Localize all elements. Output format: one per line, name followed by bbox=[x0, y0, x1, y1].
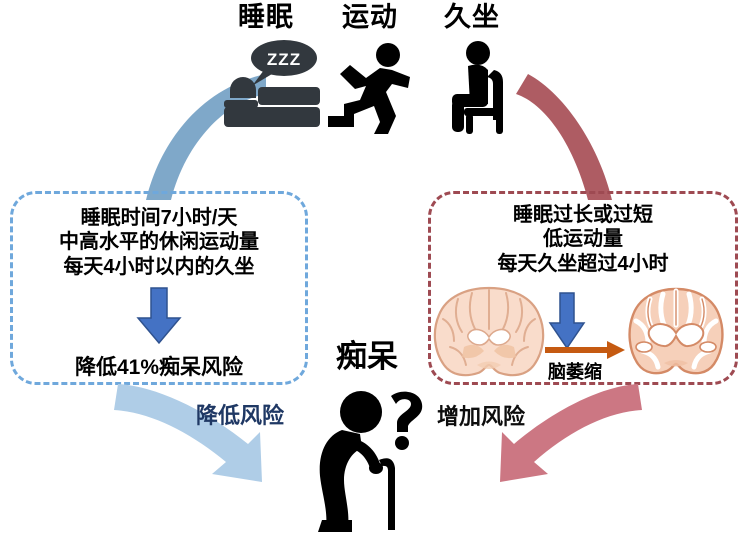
category-label-sleep: 睡眠 bbox=[238, 2, 294, 32]
risk-conditions-text: 睡眠过长或过短 低运动量 每天久坐超过4小时 bbox=[428, 203, 738, 276]
down-arrow-icon bbox=[136, 287, 182, 345]
category-label-exercise: 运动 bbox=[342, 2, 398, 32]
higher-risk-label: 增加风险 bbox=[437, 404, 526, 429]
risk-condition-2: 低运动量 bbox=[543, 228, 623, 251]
protective-condition-3: 每天4小时以内的久坐 bbox=[63, 255, 255, 278]
atrophy-process-label: 脑萎缩 bbox=[548, 362, 602, 382]
red-curved-band-icon bbox=[516, 74, 612, 200]
sitting-person-icon bbox=[452, 41, 503, 134]
protective-factors-box bbox=[10, 191, 308, 385]
protective-conditions-text: 睡眠时间7小时/天 中高水平的休闲运动量 每天4小时以内的久坐 bbox=[10, 206, 308, 279]
elderly-person-with-cane-icon bbox=[318, 391, 423, 532]
lower-risk-label: 降低风险 bbox=[196, 403, 285, 428]
category-label-sedentary: 久坐 bbox=[444, 2, 500, 32]
dementia-label: 痴呆 bbox=[336, 339, 398, 374]
svg-text:ZZZ: ZZZ bbox=[267, 50, 301, 69]
protective-condition-2: 中高水平的休闲运动量 bbox=[59, 231, 259, 254]
brain-coronal-atrophy-icon bbox=[628, 287, 724, 375]
risk-condition-3: 每天久坐超过4小时 bbox=[497, 252, 669, 275]
running-person-icon bbox=[328, 43, 410, 134]
curved-arrow-down-right-icon bbox=[500, 384, 642, 482]
right-arrow-icon bbox=[545, 341, 625, 359]
curved-arrow-down-left-icon bbox=[114, 384, 262, 482]
risk-factors-box bbox=[428, 191, 738, 385]
protective-outcome-text: 降低41%痴呆风险 bbox=[74, 356, 244, 379]
protective-condition-1: 睡眠时间7小时/天 bbox=[80, 207, 238, 229]
question-mark-icon bbox=[391, 391, 423, 450]
bed-sleep-zzz-icon: ZZZ bbox=[224, 40, 320, 127]
brain-coronal-normal-icon bbox=[433, 286, 545, 377]
risk-condition-1: 睡眠过长或过短 bbox=[513, 204, 653, 226]
down-arrow-icon-risk bbox=[548, 292, 586, 350]
